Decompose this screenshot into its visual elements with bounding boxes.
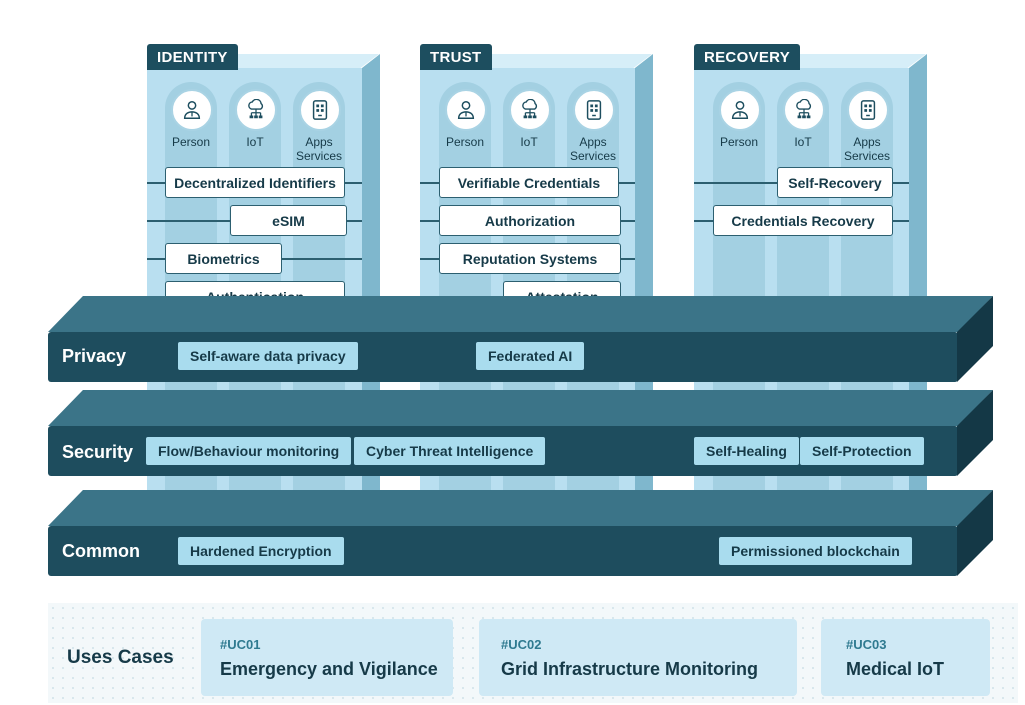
entity-label-apps-services: Apps Services [569, 135, 616, 163]
entity-label-iot: IoT [794, 135, 812, 149]
use-case-card-uc03: #UC03 Medical IoT [821, 619, 990, 696]
entity-label-apps-services: Apps Services [295, 135, 342, 163]
use-cases-title: Uses Cases [67, 647, 174, 668]
use-case-card-uc02: #UC02 Grid Infrastructure Monitoring [479, 619, 797, 696]
chip-federated-ai: Federated AI [476, 342, 585, 370]
iot-icon [783, 89, 825, 131]
chip-cyber-threat-intelligence: Cyber Threat Intelligence [354, 437, 546, 465]
capability-authorization: Authorization [439, 205, 621, 236]
use-case-title: Medical IoT [846, 659, 945, 679]
capability-esim: eSIM [230, 205, 347, 236]
pillar-title-trust: TRUST [420, 44, 492, 70]
entity-label-apps-services: Apps Services [843, 135, 890, 163]
apps-services-icon [299, 89, 341, 131]
slab-top [48, 296, 993, 332]
entity-label-iot: IoT [520, 135, 538, 149]
slab-top [48, 490, 993, 526]
chip-hardened-encryption: Hardened Encryption [178, 537, 344, 565]
capability-decentralized-identifiers: Decentralized Identifiers [165, 167, 345, 198]
capability-verifiable-credentials: Verifiable Credentials [439, 167, 619, 198]
slab-top [48, 390, 993, 426]
person-icon [719, 89, 761, 131]
pillar-title-recovery: RECOVERY [694, 44, 801, 70]
capability-reputation-systems: Reputation Systems [439, 243, 621, 274]
use-case-title: Emergency and Vigilance [220, 659, 438, 679]
entity-label-iot: IoT [246, 135, 264, 149]
apps-services-icon [573, 89, 615, 131]
chip-flow-behaviour-monitoring: Flow/Behaviour monitoring [146, 437, 352, 465]
layer-label-common: Common [62, 541, 140, 561]
apps-services-icon [847, 89, 889, 131]
chip-self-aware-data-privacy: Self-aware data privacy [178, 342, 358, 370]
chip-self-healing: Self-Healing [694, 437, 799, 465]
iot-icon [235, 89, 277, 131]
use-case-code: #UC02 [501, 637, 542, 652]
iot-icon [509, 89, 551, 131]
capability-biometrics: Biometrics [165, 243, 282, 274]
use-case-code: #UC01 [220, 637, 261, 652]
use-case-card-uc01: #UC01 Emergency and Vigilance [201, 619, 453, 696]
layer-label-privacy: Privacy [62, 346, 127, 366]
chip-permissioned-blockchain: Permissioned blockchain [719, 537, 912, 565]
entity-label-person: Person [719, 135, 759, 149]
person-icon [171, 89, 213, 131]
chip-self-protection: Self-Protection [800, 437, 924, 465]
use-case-code: #UC03 [846, 637, 887, 652]
capability-self-recovery: Self-Recovery [777, 167, 893, 198]
layer-label-security: Security [62, 442, 134, 462]
use-case-title: Grid Infrastructure Monitoring [501, 659, 759, 679]
capability-credentials-recovery: Credentials Recovery [713, 205, 893, 236]
pillar-title-identity: IDENTITY [147, 44, 238, 70]
entity-label-person: Person [445, 135, 485, 149]
entity-label-person: Person [171, 135, 211, 149]
person-icon [445, 89, 487, 131]
